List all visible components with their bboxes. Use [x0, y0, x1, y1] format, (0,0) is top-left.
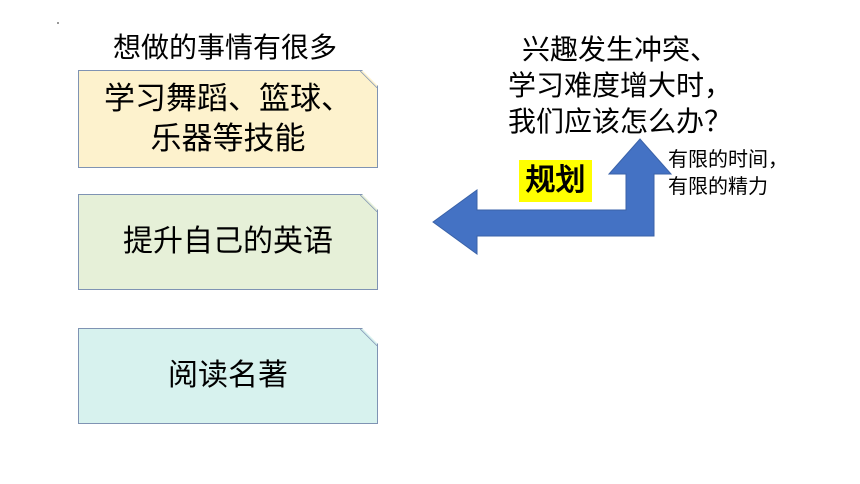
- limits-text: 有限的时间， 有限的精力: [668, 146, 788, 200]
- activity-card-text: 学习舞蹈、篮球、 乐器等技能: [98, 79, 358, 159]
- activity-card-text: 提升自己的英语: [123, 224, 333, 259]
- activity-card-line: 乐器等技能: [150, 121, 306, 157]
- folded-corner: [360, 195, 377, 212]
- folded-corner: [360, 329, 377, 346]
- activity-card-reading: 阅读名著: [78, 328, 378, 424]
- folded-corner: [360, 71, 377, 88]
- activity-card-text: 阅读名著: [168, 358, 288, 393]
- limits-line: 有限的精力: [668, 174, 768, 198]
- activity-card-skills: 学习舞蹈、篮球、 乐器等技能: [78, 70, 378, 168]
- activity-card-english: 提升自己的英语: [78, 194, 378, 290]
- question-line: 我们应该怎么办？: [507, 105, 732, 138]
- question-text: 兴趣发生冲突、 学习难度增大时， 我们应该怎么办？: [470, 32, 770, 140]
- stray-dot: [57, 22, 59, 24]
- heading: 想做的事情有很多: [112, 31, 337, 64]
- question-line: 学习难度增大时，: [507, 69, 732, 102]
- limits-line: 有限的时间，: [668, 147, 788, 171]
- question-line: 兴趣发生冲突、: [521, 33, 718, 66]
- activity-card-line: 学习舞蹈、篮球、: [104, 81, 352, 117]
- plan-label: 规划: [519, 160, 592, 202]
